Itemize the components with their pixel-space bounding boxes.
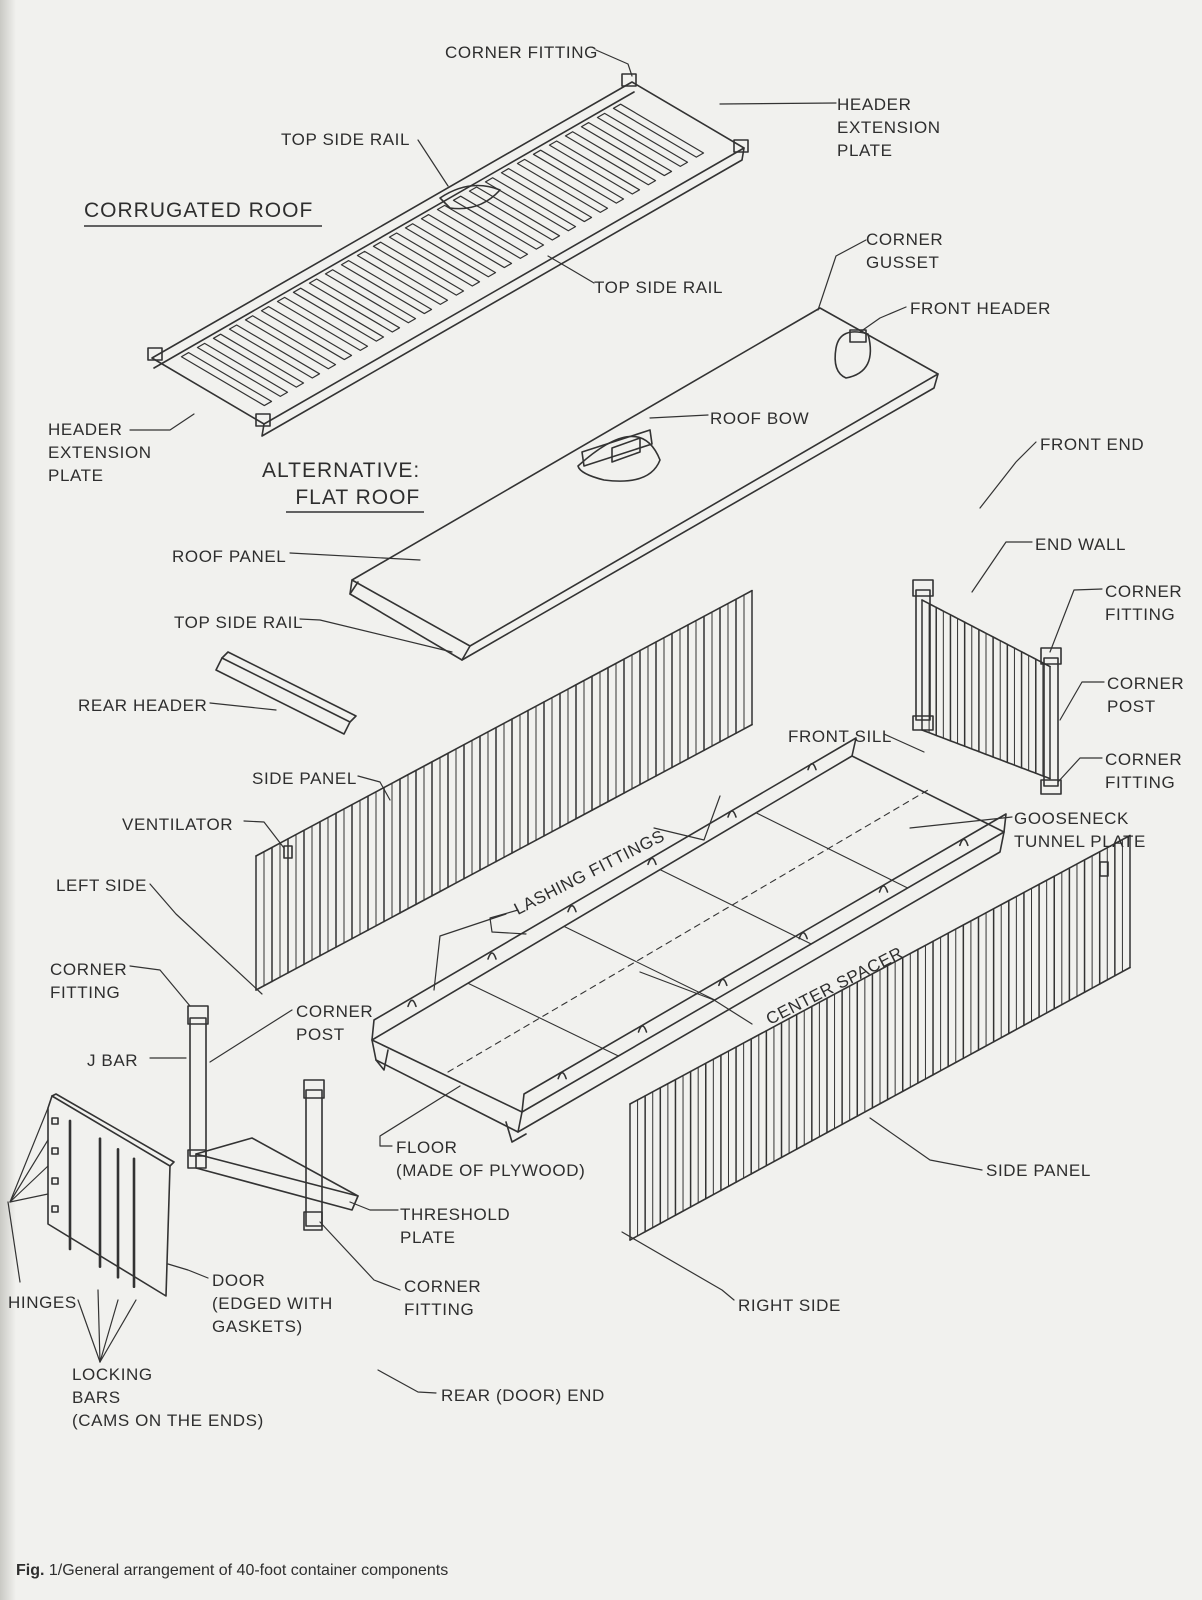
left-side-panel-part xyxy=(255,589,753,991)
label-corner-post-end: CORNER POST xyxy=(1107,674,1185,716)
door-part xyxy=(47,1093,175,1297)
label-corner-gusset: CORNER GUSSET xyxy=(866,230,944,272)
caption-prefix: Fig. xyxy=(16,1562,45,1579)
label-rear-header: REAR HEADER xyxy=(78,696,208,715)
label-j-bar: J BAR xyxy=(87,1051,139,1070)
label-top-side-rail: TOP SIDE RAIL xyxy=(594,278,724,297)
heading-underline xyxy=(84,225,322,227)
flat-roof-part xyxy=(349,307,939,661)
alternative-flat-roof-heading: ALTERNATIVE: FLAT ROOF xyxy=(262,459,421,509)
right-side-panel-part xyxy=(629,834,1131,1241)
label-roof-panel: ROOF PANEL xyxy=(172,547,287,566)
label-threshold-plate: THRESHOLD PLATE xyxy=(400,1205,511,1247)
label-corner-post-rear: CORNER POST xyxy=(296,1002,374,1044)
label-header-extension-plate-right: HEADER EXTENSION PLATE xyxy=(837,95,941,160)
heading-underline xyxy=(286,511,424,513)
label-end-wall: END WALL xyxy=(1035,535,1127,554)
figure-caption: Fig. 1/General arrangement of 40-foot co… xyxy=(16,1562,448,1580)
label-gooseneck-tunnel-plate: GOOSENECK TUNNEL PLATE xyxy=(1014,809,1146,851)
corrugated-roof-part xyxy=(147,73,749,437)
label-left-side: LEFT SIDE xyxy=(56,876,148,895)
label-roof-bow: ROOF BOW xyxy=(710,409,810,428)
label-rear-door-end: REAR (DOOR) END xyxy=(441,1386,605,1405)
label-right-side: RIGHT SIDE xyxy=(738,1296,841,1315)
label-corner-fitting-top: CORNER FITTING xyxy=(445,43,598,62)
label-front-sill: FRONT SILL xyxy=(788,727,892,746)
label-side-panel-left: SIDE PANEL xyxy=(252,769,357,788)
rear-frame-part xyxy=(187,1005,359,1231)
label-hinges: HINGES xyxy=(8,1293,77,1312)
leader-lines xyxy=(7,49,1105,1394)
caption-text: 1/General arrangement of 40-foot contain… xyxy=(44,1562,449,1579)
label-corner-fitting-end-lower: CORNER FITTING xyxy=(1105,750,1183,792)
label-corner-fitting-rear-lower: CORNER FITTING xyxy=(404,1277,482,1319)
floor-part xyxy=(371,737,1007,1143)
label-front-end: FRONT END xyxy=(1040,435,1145,454)
rear-header-part xyxy=(215,651,357,735)
label-corner-fitting-end-upper: CORNER FITTING xyxy=(1105,582,1183,624)
label-ventilator: VENTILATOR xyxy=(122,815,234,834)
label-header-extension-plate-left: HEADER EXTENSION PLATE xyxy=(48,420,152,485)
label-top-side-rail: TOP SIDE RAIL xyxy=(174,613,304,632)
label-front-header: FRONT HEADER xyxy=(910,299,1052,318)
corrugated-roof-heading: CORRUGATED ROOF xyxy=(84,199,314,222)
label-top-side-rail: TOP SIDE RAIL xyxy=(281,130,411,149)
label-floor: FLOOR (MADE OF PLYWOOD) xyxy=(396,1138,586,1180)
label-locking-bars: LOCKING BARS (CAMS ON THE ENDS) xyxy=(72,1365,264,1430)
label-door: DOOR (EDGED WITH GASKETS) xyxy=(212,1271,333,1336)
label-side-panel-right: SIDE PANEL xyxy=(986,1161,1091,1180)
label-corner-fitting-rear-upper: CORNER FITTING xyxy=(50,960,128,1002)
end-wall-part xyxy=(912,579,1062,795)
